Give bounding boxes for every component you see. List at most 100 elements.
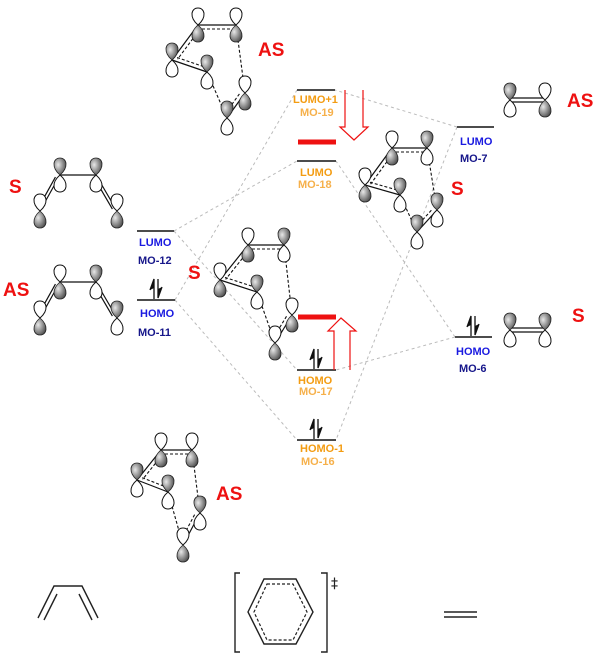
orbital-lobe: [241, 244, 255, 263]
orbital-lobe: [161, 474, 175, 493]
corr-et-lumo-ts-homo1: [335, 126, 458, 441]
orbital-lobe: [53, 157, 67, 176]
p-orbital-icon: [110, 300, 124, 336]
p-orbital-icon: [213, 262, 227, 298]
orbital-lobe: [503, 82, 517, 101]
orbital-lobe: [165, 42, 179, 61]
orbital-lobe: [393, 177, 407, 196]
orbital-lobe: [503, 312, 517, 331]
orbital-lobe: [220, 100, 234, 119]
corr-et-homo-ts-homo: [335, 336, 456, 371]
orbital-lobe: [268, 325, 282, 344]
ts-right-orbital: [358, 130, 444, 250]
butadiene-lumo-label: LUMO: [139, 237, 172, 249]
ethylene-homo-label: HOMO: [456, 346, 491, 358]
orbital-lobe: [200, 71, 214, 90]
orbital-lobe: [220, 117, 234, 136]
bond-line: [136, 479, 169, 493]
orbital-lobe: [538, 99, 552, 118]
p-orbital-icon: [161, 474, 175, 510]
p-orbital-icon: [430, 192, 444, 228]
p-orbital-icon: [53, 264, 67, 300]
bond-line: [171, 59, 208, 73]
ethylene-lumo-mo: MO-7: [460, 153, 488, 165]
ts-homo1-label: HOMO-1: [300, 443, 344, 455]
ts-homo1-mo: MO-16: [301, 456, 335, 468]
ts-lumo-mo: MO-18: [298, 179, 332, 191]
partial-bond-line: [176, 56, 205, 68]
orbital-lobe: [191, 7, 205, 26]
corr-et-lumo-ts-lumo1: [334, 89, 458, 128]
orbital-lobe: [89, 174, 103, 193]
sym-ts-top: AS: [258, 40, 284, 61]
electron-pairs: [149, 278, 480, 439]
orbital-lobe: [213, 279, 227, 298]
orbital-lobe: [110, 317, 124, 336]
orbital-lobe: [110, 193, 124, 212]
orbital-lobe: [229, 24, 243, 43]
electron-pair-icon: [309, 348, 323, 369]
p-orbital-icon: [503, 312, 517, 348]
orbital-lobe: [110, 210, 124, 229]
ts-homo-mo: MO-17: [299, 386, 333, 398]
sym-ethylene-homo: S: [572, 306, 585, 327]
electron-pair-icon: [466, 315, 480, 336]
orbital-lobe: [161, 491, 175, 510]
bond-line: [219, 279, 258, 293]
orbital-lobe: [33, 300, 47, 319]
orbital-lobe: [268, 342, 282, 361]
orbital-lobe: [241, 227, 255, 246]
orbital-lobe: [503, 329, 517, 348]
ethylene-structure: [444, 611, 477, 618]
ts-middle-orbital: [213, 227, 299, 361]
p-orbital-icon: [241, 227, 255, 263]
orbital-lobe: [200, 54, 214, 73]
orbital-lobe: [185, 432, 199, 451]
ethylene-lumo-orbital: [503, 82, 552, 118]
orbital-lobe: [285, 314, 299, 333]
sym-butadiene-lumo: S: [9, 177, 22, 198]
butadiene-lumo-orbital: [33, 157, 124, 229]
sym-ts-middle: S: [188, 263, 201, 284]
energy-levels: [137, 89, 494, 441]
orbital-drawings: [33, 7, 552, 563]
p-orbital-icon: [89, 157, 103, 193]
orbital-lobe: [250, 274, 264, 293]
p-orbital-icon: [538, 312, 552, 348]
p-orbital-icon: [385, 130, 399, 166]
p-orbital-icon: [154, 432, 168, 468]
orbital-lobe: [277, 227, 291, 246]
ts-lumo1-mo: MO-19: [300, 107, 334, 119]
orbital-lobe: [154, 449, 168, 468]
sym-ts-bottom: AS: [216, 484, 242, 505]
partial-bond-line: [224, 276, 255, 288]
orbital-lobe: [193, 512, 207, 531]
orbital-lobe: [538, 329, 552, 348]
butadiene-homo-label: HOMO: [140, 308, 175, 320]
orbital-lobe: [33, 210, 47, 229]
butadiene-structure: [37, 585, 99, 621]
p-orbital-icon: [538, 82, 552, 118]
sym-ts-right: S: [451, 179, 464, 200]
corr-bd-homo-ts-homo1: [174, 299, 298, 441]
transition-state-structure: ‡: [234, 572, 338, 653]
p-orbital-icon: [229, 7, 243, 43]
p-orbital-icon: [238, 75, 252, 111]
bond-line: [364, 184, 401, 196]
orbital-lobe: [89, 281, 103, 300]
p-orbital-icon: [220, 100, 234, 136]
up-arrow-icon: [326, 317, 358, 370]
orbital-lobe: [130, 462, 144, 481]
orbital-lobe: [33, 193, 47, 212]
p-orbital-icon: [277, 227, 291, 263]
orbital-lobe: [410, 231, 424, 250]
p-orbital-icon: [193, 495, 207, 531]
butadiene-homo-mo: MO-11: [138, 327, 171, 339]
orbital-lobe: [358, 184, 372, 203]
orbital-lobe: [420, 147, 434, 166]
ethylene-lumo-label: LUMO: [460, 136, 493, 148]
p-orbital-icon: [33, 193, 47, 229]
ts-double-dagger: ‡: [331, 576, 338, 592]
orbital-lobe: [430, 192, 444, 211]
